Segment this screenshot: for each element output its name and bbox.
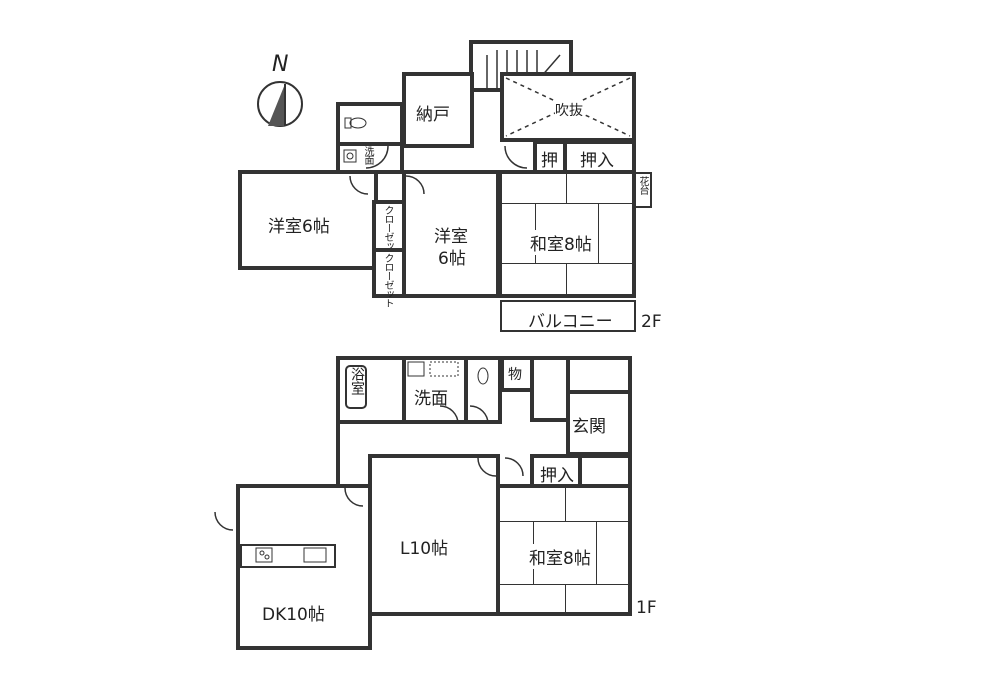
floor-label-1f: 1F (636, 598, 657, 618)
label-closet-small-2f: 押 (541, 151, 558, 171)
room-washroom-1f (402, 356, 468, 424)
label-balcony: バルコニー (528, 312, 613, 332)
label-void: 吹抜 (555, 100, 583, 120)
label-closet-1f: 押入 (540, 466, 574, 486)
label-walkin-2: クローゼット (382, 253, 393, 307)
label-storage-1f: 物 (508, 367, 522, 383)
label-western-left: 洋室6帖 (268, 217, 330, 237)
room-entrance (566, 390, 632, 456)
label-living: L10帖 (400, 539, 449, 559)
room-storage-2f (402, 72, 474, 148)
label-washroom-2f: 洗面 (362, 146, 373, 164)
room-washroom-2f (336, 142, 404, 174)
label-dining-kitchen: DK10帖 (262, 605, 325, 625)
label-japanese-1f: 和室8帖 (529, 544, 591, 569)
label-bath: 浴室 (349, 367, 365, 395)
label-western-center-2: 6帖 (438, 249, 466, 269)
label-closet-2f: 押入 (580, 151, 614, 171)
room-storage-1f (500, 356, 534, 392)
room-closet-2f (563, 140, 636, 174)
label-japanese-2f: 和室8帖 (530, 230, 592, 255)
label-washroom-1f: 洗面 (414, 389, 448, 409)
room-western-center (402, 170, 500, 298)
label-storage-2f: 納戸 (416, 105, 450, 125)
label-western-center-1: 洋室 (434, 227, 468, 247)
label-flower-stand: 花台 (637, 176, 648, 194)
floor-label-2f: 2F (641, 312, 662, 332)
north-label: N (272, 52, 289, 77)
balcony (500, 300, 636, 332)
label-entrance: 玄関 (572, 417, 606, 437)
label-walkin-1: クローゼット (382, 205, 393, 259)
